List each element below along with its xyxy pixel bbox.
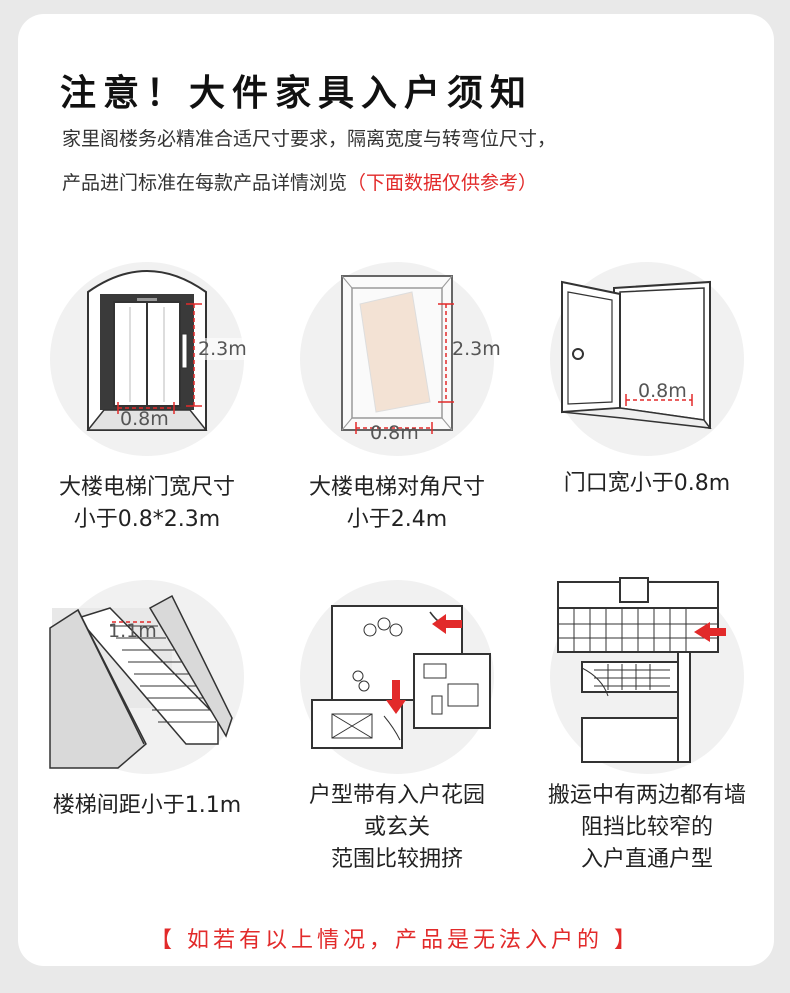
reference-note: （下面数据仅供参考）: [347, 172, 538, 194]
item-narrow-walls: 搬运中有两边都有墙 阻挡比较窄的 入户直通户型: [522, 568, 772, 872]
dimension-width-label: 0.8m: [638, 380, 687, 402]
item-caption-line-1: 户型带有入户花园: [308, 783, 485, 808]
item-caption-line-1: 楼梯间距小于1.1m: [52, 793, 242, 818]
floorplan-walls-illustration: [557, 577, 726, 763]
page-title: 注意！大件家具入户须知: [60, 73, 534, 114]
item-caption-line-1: 搬运中有两边都有墙: [547, 783, 746, 808]
elevator-door-illustration: [86, 270, 208, 431]
stairs-illustration: [49, 594, 233, 769]
dimension-width-label: 1.1m: [108, 620, 157, 642]
item-caption-line-1: 门口宽小于0.8m: [563, 471, 731, 496]
door-illustration: [561, 280, 712, 430]
subtitle-line-2: 产品进门标准在每款产品详情浏览（下面数据仅供参考）: [62, 168, 537, 195]
item-caption-line-3: 入户直通户型: [580, 847, 713, 872]
item-elevator-diagonal: 2.3m 0.8m 大楼电梯对角尺寸 小于2.4m: [272, 252, 522, 552]
dimension-width-label: 0.8m: [120, 408, 169, 430]
item-caption-line-2: 小于2.4m: [346, 507, 448, 532]
dimension-width-label: 0.8m: [370, 422, 419, 444]
subtitle-line-1: 家里阁楼务必精准合适尺寸要求，隔离宽度与转弯位尺寸，: [62, 128, 557, 150]
item-caption-line-1: 大楼电梯对角尺寸: [308, 475, 485, 500]
item-caption-line-1: 大楼电梯门宽尺寸: [58, 475, 235, 500]
subtitle-line-2-text: 产品进门标准在每款产品详情浏览: [62, 172, 348, 194]
notice-card: [18, 14, 774, 966]
item-stairs: 1.1m 楼梯间距小于1.1m: [22, 568, 272, 838]
item-caption-line-3: 范围比较拥挤: [330, 847, 463, 872]
dimension-height-label: 2.3m: [198, 338, 247, 360]
dimension-height-label: 2.3m: [452, 338, 501, 360]
item-entry-garden: 户型带有入户花园 或玄关 范围比较拥挤: [272, 568, 522, 872]
item-caption-line-2: 小于0.8*2.3m: [73, 507, 221, 532]
item-elevator-door: 2.3m 0.8m 大楼电梯门宽尺寸 小于0.8*2.3m: [22, 252, 272, 552]
item-door-width: 0.8m 门口宽小于0.8m: [522, 252, 772, 552]
floorplan-garden-illustration: [311, 605, 491, 749]
footer-warning: 【 如若有以上情况，产品是无法入户的 】: [150, 928, 640, 953]
item-caption-line-2: 阻挡比较窄的: [580, 815, 713, 840]
item-caption-line-2: 或玄关: [363, 815, 430, 840]
elevator-diagonal-illustration: [341, 275, 454, 434]
